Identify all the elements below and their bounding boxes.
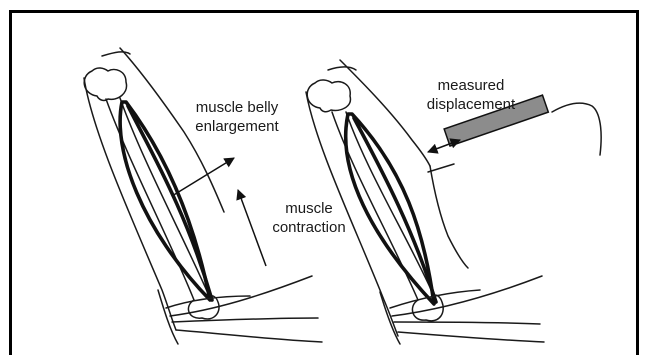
label-muscle-contraction: muscle contraction	[262, 199, 356, 237]
label-contraction-line2: contraction	[262, 218, 356, 237]
left-humerus-head	[84, 68, 126, 100]
left-arm	[84, 48, 322, 344]
label-measured-displacement: measured displacement	[414, 76, 528, 114]
label-displacement-line2: displacement	[414, 95, 528, 114]
right-shoulder-contour	[328, 67, 356, 70]
sensor-probe-tip	[428, 164, 454, 172]
label-muscle-belly-line2: enlargement	[182, 117, 292, 136]
label-contraction-line1: muscle	[262, 199, 356, 218]
sensor-cable	[552, 103, 601, 155]
displacement-arrow	[428, 140, 460, 152]
left-forearm	[166, 276, 322, 342]
label-displacement-line1: measured	[414, 76, 528, 95]
left-forearm-lower	[158, 290, 178, 344]
label-muscle-belly-line1: muscle belly	[182, 98, 292, 117]
right-humerus-head	[307, 80, 350, 112]
right-forearm-lower	[380, 292, 400, 344]
right-skin-bulge	[430, 166, 468, 268]
left-arm-inner-skin	[84, 78, 176, 330]
left-enlargement-arrow	[172, 158, 234, 196]
label-muscle-belly-enlargement: muscle belly enlargement	[182, 98, 292, 136]
